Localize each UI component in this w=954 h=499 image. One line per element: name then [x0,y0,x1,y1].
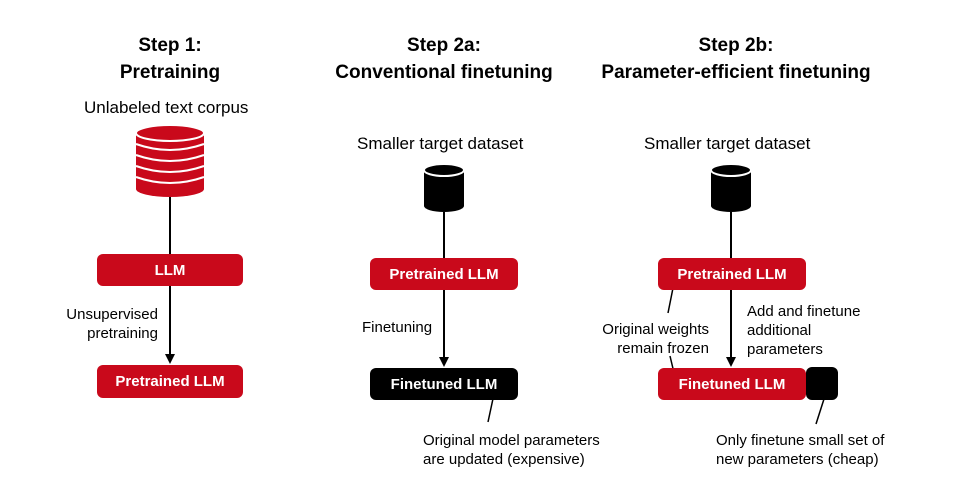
frozen-weights-note-line1: Original weights [602,321,709,338]
frozen-weights-note: Original weights remain frozen [597,320,709,358]
pointer-new-params [815,398,825,425]
pretrained-llm-box-2b: Pretrained LLM [658,258,806,290]
step2b-title-line1: Step 2b: [698,35,774,56]
expensive-note: Original model parameters are updated (e… [423,431,600,469]
database-stack-icon [135,124,205,197]
step2a-title-line1: Step 2a: [407,35,481,56]
cheap-note-line1: Only finetune small set of [716,432,885,449]
expensive-note-line2: are updated (expensive) [423,451,585,468]
step2b-title-line2: Parameter-efficient finetuning [601,62,871,83]
step2a-title: Step 2a: Conventional finetuning [309,32,579,86]
cheap-note-line2: new parameters (cheap) [716,451,879,468]
step1-title-line2: Pretraining [119,62,221,83]
expensive-note-line1: Original model parameters [423,432,600,449]
dataset-label-2a: Smaller target dataset [357,134,524,153]
add-params-label-line2: additional [747,322,812,339]
database-icon [423,163,465,212]
finetuned-llm-box-2b: Finetuned LLM [658,368,806,400]
step1-title-line1: Step 1: [138,35,202,56]
add-params-label-line1: Add and finetune [747,303,861,320]
database-icon-2b [710,163,752,212]
step2b-title: Step 2b: Parameter-efficient finetuning [586,32,886,86]
pretrained-llm-box-2a: Pretrained LLM [370,258,518,290]
dataset-label-2b: Smaller target dataset [644,134,811,153]
unsupervised-label-line1: Unsupervised [66,306,158,323]
cheap-note: Only finetune small set of new parameter… [716,431,884,469]
unsupervised-label: Unsupervised pretraining [58,305,158,343]
step1-title: Step 1: Pretraining [70,32,270,86]
pretrained-llm-box: Pretrained LLM [97,365,243,398]
frozen-weights-note-line2: remain frozen [617,340,709,357]
unsupervised-label-line2: pretraining [87,325,158,342]
llm-box: LLM [97,254,243,286]
add-params-label-line3: parameters [747,341,823,358]
corpus-label: Unlabeled text corpus [84,98,249,117]
finetuned-llm-box-2a: Finetuned LLM [370,368,518,400]
step2a-title-line2: Conventional finetuning [335,62,553,83]
add-params-label: Add and finetune additional parameters [747,302,860,359]
new-parameters-block [806,367,838,400]
finetuning-label: Finetuning [362,319,433,336]
